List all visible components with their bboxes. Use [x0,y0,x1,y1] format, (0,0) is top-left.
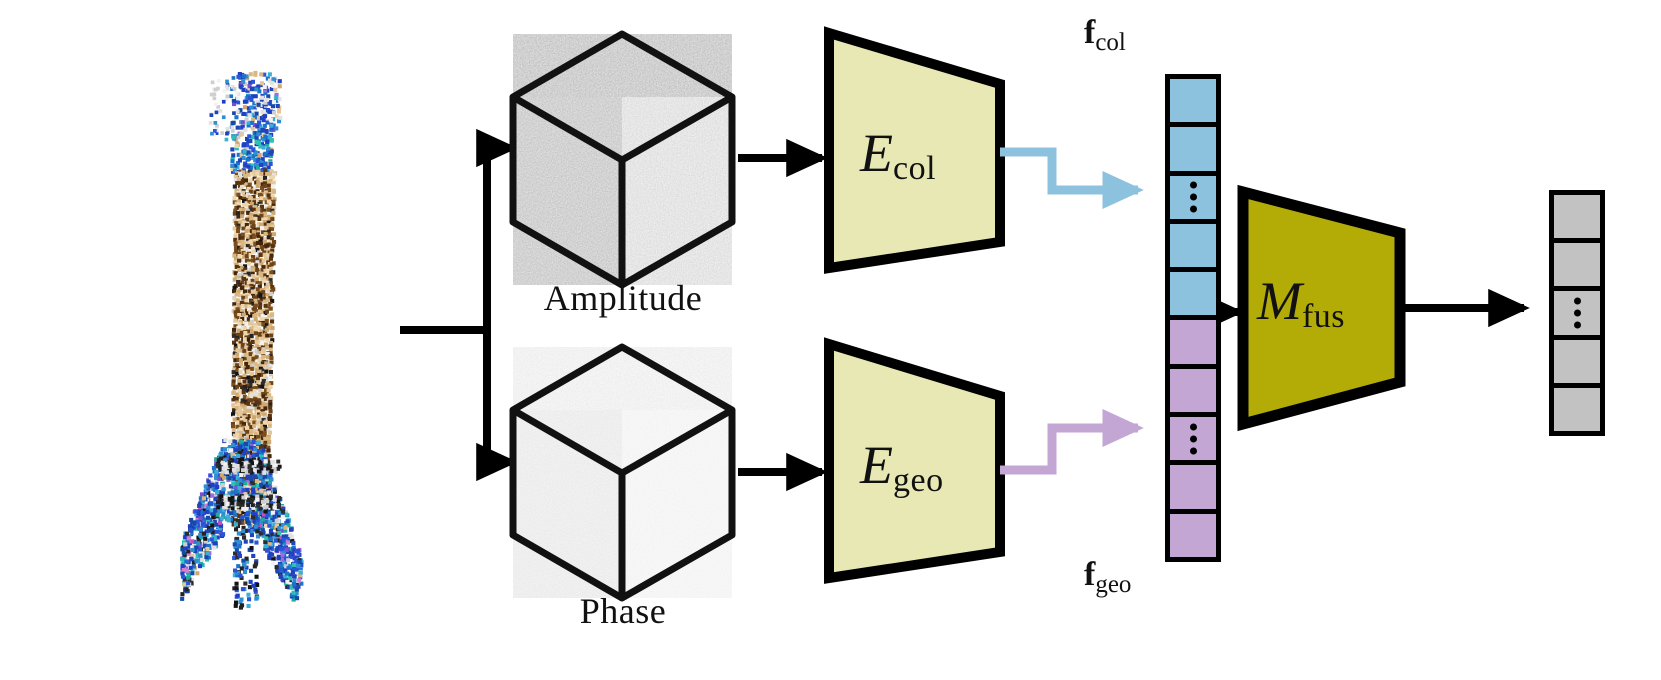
f-col-label: fcol [1084,14,1126,56]
arrow-encoder-col-to-fcol [1000,147,1144,210]
vector-cell-f_geo [1170,513,1216,557]
amplitude-cube [509,30,736,289]
vertical-ellipsis-icon [1170,177,1216,218]
vector-cell-f_geo [1170,368,1216,418]
amplitude-cube-caption: Amplitude [543,278,703,318]
vector-cell-f_col [1170,175,1216,224]
vertical-ellipsis-icon [1554,293,1600,334]
f-col-subscript: col [1095,29,1126,56]
fusion-module-block[interactable] [1237,184,1406,432]
vector-cell-f_geo [1170,465,1216,514]
vector-cell-f_col [1170,223,1216,273]
vector-cell-f_col [1170,272,1216,321]
phase-cube [509,343,736,602]
input-bus-lines [400,144,500,466]
feature-vector-column[interactable] [1165,74,1221,562]
vector-cell-fused-feature [1554,291,1600,340]
f-col-symbol: f [1084,14,1096,51]
f-geo-subscript: geo [1095,571,1132,598]
phase-cube-caption: Phase [579,591,667,631]
f-geo-label: fgeo [1084,556,1131,598]
encoder-col-block[interactable] [824,26,1005,274]
output-vector-column[interactable] [1549,190,1605,436]
f-geo-symbol: f [1084,556,1096,593]
vertical-ellipsis-icon [1170,418,1216,459]
vector-cell-fused-feature [1554,243,1600,292]
vector-cell-f_col [1170,79,1216,128]
vector-cell-fused-feature [1554,387,1600,432]
vector-cell-f_geo [1170,320,1216,369]
arrow-encoder-geo-to-fgeo [1000,408,1144,475]
vector-cell-fused-feature [1554,195,1600,244]
vector-cell-f_col [1170,127,1216,176]
vector-cell-fused-feature [1554,339,1600,388]
encoder-geo-block[interactable] [824,337,1005,584]
guitar-point-cloud [180,70,304,610]
vector-cell-f_geo [1170,417,1216,466]
